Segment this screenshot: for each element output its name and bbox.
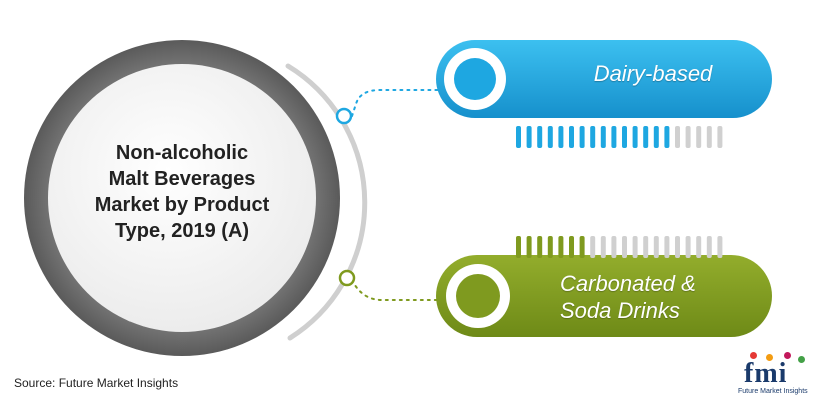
bar-segment-dairy-3 [537, 126, 543, 148]
logo-dot-red [750, 352, 757, 359]
bar-segment-carbonated-6 [569, 236, 574, 258]
bar-segment-dairy-15 [664, 126, 670, 148]
bar-segment-carbonated-1 [516, 236, 521, 258]
bar-segment-carbonated-10 [611, 236, 617, 258]
bar-segment-carbonated-9 [600, 236, 606, 258]
bar-segment-dairy-1 [516, 126, 521, 148]
fmi-logo: fmi Future Market Insights [736, 352, 816, 398]
title-line-4: Type, 2019 (A) [114, 220, 250, 242]
title-circle-inner [48, 64, 316, 332]
bar-segment-carbonated-7 [579, 236, 585, 258]
connector-blue [351, 89, 441, 117]
pill-dairy-badge-core [454, 58, 496, 100]
bar-segment-dairy-18 [696, 126, 702, 148]
bar-segment-carbonated-12 [632, 236, 638, 258]
bar-segment-dairy-4 [547, 126, 553, 148]
connector-green [351, 279, 441, 301]
logo-subtitle: Future Market Insights [738, 388, 808, 395]
bar-segment-carbonated-18 [696, 236, 702, 258]
bar-segment-carbonated-3 [537, 236, 543, 258]
category-label-carbonated: Carbonated & Soda Drinks [560, 270, 760, 324]
logo-wordmark: fmi [744, 358, 788, 389]
bar-segment-carbonated-5 [558, 236, 564, 258]
bar-segment-carbonated-17 [685, 236, 691, 258]
connector-node-blue [335, 107, 353, 125]
segment-bar-carbonated [516, 236, 723, 258]
logo-dot-pink [784, 352, 791, 359]
decorative-arc [285, 63, 368, 341]
bar-segment-dairy-8 [590, 126, 596, 148]
bar-segment-dairy-13 [643, 126, 649, 148]
bar-segment-dairy-7 [579, 126, 585, 148]
title-line-1: Non-alcoholic [115, 142, 249, 164]
bar-segment-dairy-6 [569, 126, 574, 148]
title-line-2: Malt Beverages [108, 168, 256, 190]
bar-segment-carbonated-19 [706, 236, 712, 258]
title-line-3: Market by Product [94, 194, 270, 216]
category-label-carbonated-line-2: Soda Drinks [560, 298, 680, 323]
pill-carbonated-badge-core [456, 274, 500, 318]
pill-carbonated [436, 255, 772, 337]
bar-segment-dairy-17 [685, 126, 691, 148]
bar-segment-dairy-19 [706, 126, 712, 148]
bar-segment-carbonated-15 [664, 236, 670, 258]
bar-segment-dairy-9 [600, 126, 606, 148]
bar-segment-carbonated-16 [675, 236, 680, 258]
connector-node-green [338, 269, 356, 287]
bar-segment-carbonated-4 [547, 236, 553, 258]
bar-segment-dairy-16 [675, 126, 680, 148]
bar-segment-dairy-10 [611, 126, 617, 148]
chart-title: Non-alcoholic Malt Beverages Market by P… [62, 140, 302, 244]
category-label-carbonated-line-1: Carbonated & [560, 271, 696, 296]
bar-segment-dairy-14 [653, 126, 659, 148]
bar-segment-carbonated-13 [643, 236, 649, 258]
segment-bar-dairy [516, 126, 723, 148]
bar-segment-dairy-2 [526, 126, 532, 148]
logo-dot-green [798, 356, 805, 363]
bar-segment-dairy-11 [622, 126, 627, 148]
bar-segment-carbonated-8 [590, 236, 596, 258]
logo-dot-orange [766, 354, 773, 361]
bar-segment-dairy-5 [558, 126, 564, 148]
bar-segment-carbonated-20 [717, 236, 723, 258]
bar-segment-dairy-20 [717, 126, 723, 148]
bar-segment-dairy-12 [632, 126, 638, 148]
bar-segment-carbonated-2 [526, 236, 532, 258]
bar-segment-carbonated-11 [622, 236, 627, 258]
source-note: Source: Future Market Insights [14, 376, 179, 390]
category-label-dairy: Dairy-based [593, 61, 713, 86]
bar-segment-carbonated-14 [653, 236, 659, 258]
pill-dairy-based [436, 40, 772, 118]
